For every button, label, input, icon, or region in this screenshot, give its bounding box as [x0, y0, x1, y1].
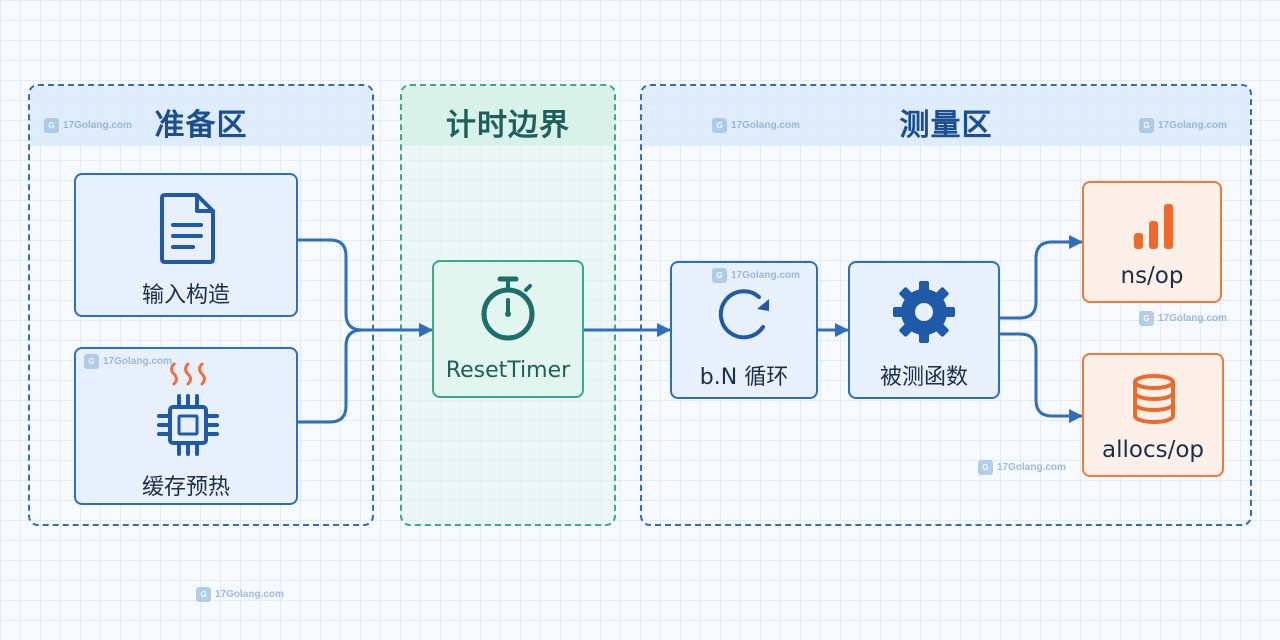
- allocs-op-node: allocs/op: [1082, 353, 1224, 477]
- database-icon: [1133, 374, 1175, 424]
- connector-input-to-reset: [298, 238, 433, 337]
- function-node: 被测函数: [848, 261, 1000, 399]
- connector-func-to-allocs: [1000, 332, 1083, 423]
- reset-timer-node: ResetTimer: [432, 260, 584, 398]
- loop-arrow-icon: [718, 289, 769, 340]
- input-node: 输入构造: [74, 173, 298, 317]
- watermark-logo-icon: G: [196, 587, 211, 602]
- input-node-label: 输入构造: [141, 283, 230, 308]
- watermark-logo-icon: G: [712, 118, 727, 133]
- watermark-logo-icon: G: [978, 460, 993, 475]
- watermark-text: 17Golang.com: [103, 356, 172, 367]
- watermark-text: 17Golang.com: [1158, 120, 1227, 131]
- watermark: G 17Golang.com: [712, 268, 800, 283]
- cache-node-label: 缓存预热: [141, 475, 230, 500]
- watermark-logo-icon: G: [44, 118, 59, 133]
- heat-waves-icon: [170, 362, 206, 386]
- watermark-text: 17Golang.com: [731, 120, 800, 131]
- measure-zone-title: 测量区: [899, 108, 993, 143]
- ns-op-node-label: ns/op: [1120, 263, 1184, 289]
- prep-zone-header: [30, 86, 372, 146]
- measure-zone-header: [642, 86, 1250, 146]
- watermark: G 17Golang.com: [1139, 311, 1227, 326]
- connector-cache-to-reset: [298, 323, 433, 424]
- watermark-logo-icon: G: [1139, 311, 1154, 326]
- watermark: G 17Golang.com: [978, 460, 1066, 475]
- timer-zone-header: [402, 86, 614, 146]
- ns-op-node: ns/op: [1082, 181, 1222, 303]
- watermark-text: 17Golang.com: [215, 589, 284, 600]
- reset-timer-node-label: ResetTimer: [445, 358, 571, 383]
- watermark: G 17Golang.com: [84, 354, 172, 369]
- watermark: G 17Golang.com: [712, 118, 800, 133]
- bar-chart-icon: [1134, 204, 1173, 249]
- watermark-text: 17Golang.com: [1158, 313, 1227, 324]
- function-node-label: 被测函数: [879, 365, 968, 390]
- watermark-text: 17Golang.com: [63, 120, 132, 131]
- watermark: G 17Golang.com: [44, 118, 132, 133]
- measure-zone: 测量区: [640, 84, 1252, 526]
- prep-zone-title: 准备区: [154, 108, 248, 143]
- allocs-op-node-label: allocs/op: [1102, 437, 1204, 463]
- document-icon: [160, 193, 215, 264]
- gear-icon: [893, 281, 955, 343]
- watermark: G 17Golang.com: [1139, 118, 1227, 133]
- stopwatch-icon: [481, 276, 535, 341]
- chip-icon: [157, 394, 219, 456]
- connector-func-to-nsop: [1000, 235, 1083, 320]
- watermark: G 17Golang.com: [196, 587, 284, 602]
- watermark-logo-icon: G: [1139, 118, 1154, 133]
- prep-zone: 准备区: [28, 84, 374, 526]
- loop-node-label: b.N 循环: [699, 365, 789, 390]
- cache-node: 缓存预热: [74, 347, 298, 505]
- watermark-text: 17Golang.com: [997, 462, 1066, 473]
- watermark-logo-icon: G: [84, 354, 99, 369]
- watermark-logo-icon: G: [712, 268, 727, 283]
- timer-zone-title: 计时边界: [446, 108, 570, 143]
- watermark-text: 17Golang.com: [731, 270, 800, 281]
- loop-node: b.N 循环: [670, 261, 818, 399]
